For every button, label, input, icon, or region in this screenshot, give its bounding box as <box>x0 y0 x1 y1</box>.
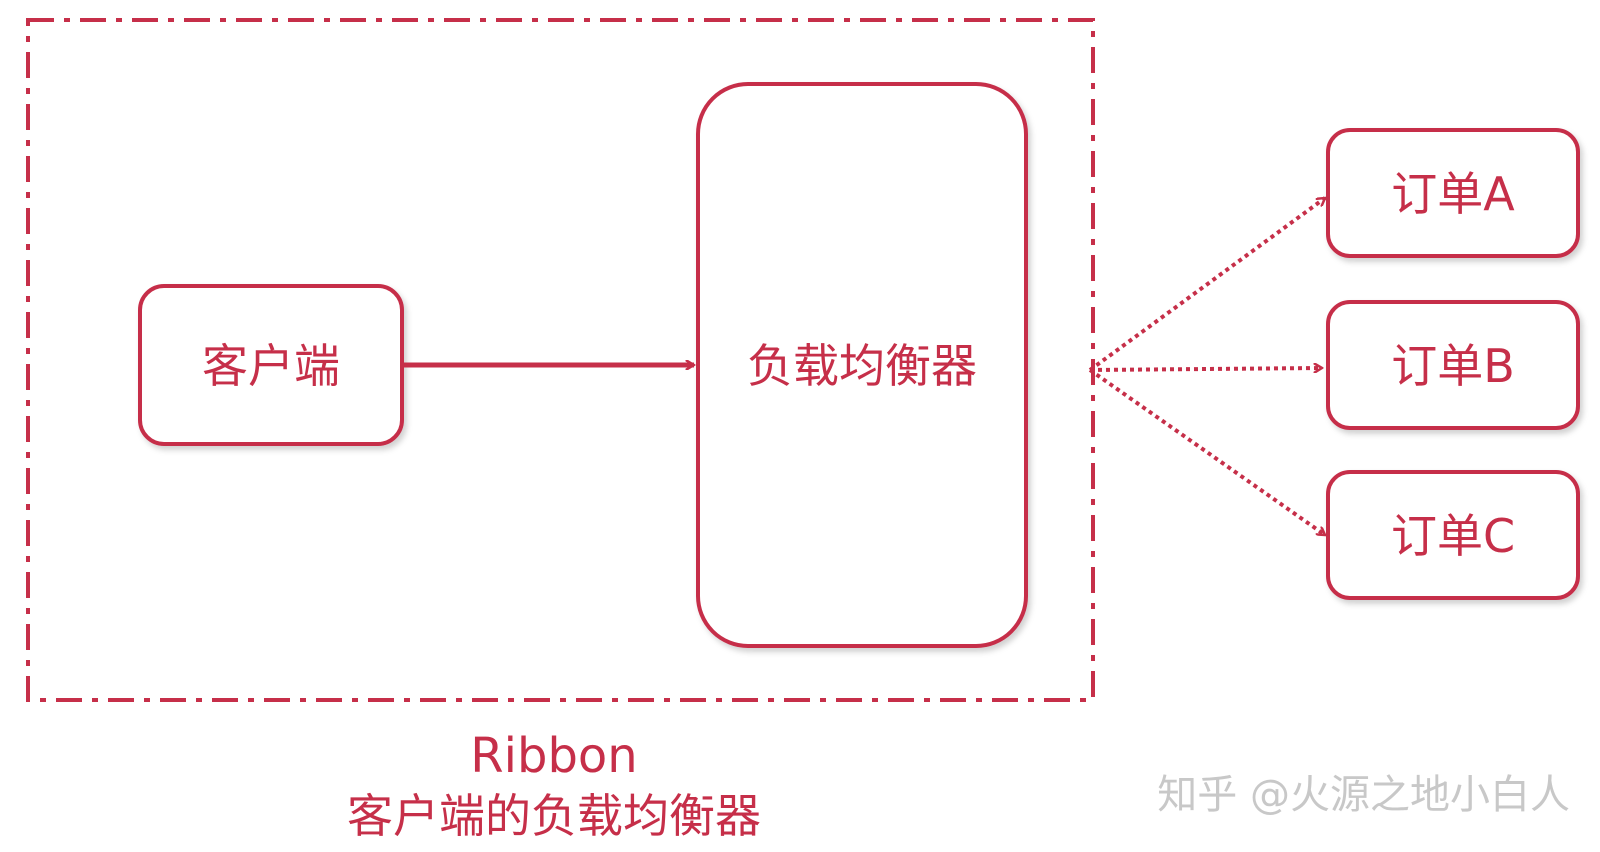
order-a-node <box>1326 128 1580 258</box>
balancer-to-order-a-arrow <box>1088 196 1325 372</box>
order-c-node <box>1326 470 1580 600</box>
order-a-label: 订单A <box>1391 167 1515 221</box>
client-label: 客户端 <box>202 339 340 393</box>
balancer-to-order-c-arrow <box>1088 368 1325 537</box>
balancer-to-order-b-arrow <box>1089 368 1322 370</box>
watermark: 知乎 @火源之地小白人 <box>1157 772 1570 818</box>
order-c-label: 订单C <box>1391 509 1515 563</box>
ribbon-subtitle: 客户端的负载均衡器 <box>347 789 761 843</box>
ribbon-boundary <box>26 18 1095 702</box>
order-b-node <box>1326 300 1580 430</box>
order-b-label: 订单B <box>1391 339 1515 393</box>
ribbon-title: Ribbon <box>470 728 637 784</box>
load-balancer-label: 负载均衡器 <box>747 339 977 393</box>
load-balancer-node <box>696 82 1028 648</box>
